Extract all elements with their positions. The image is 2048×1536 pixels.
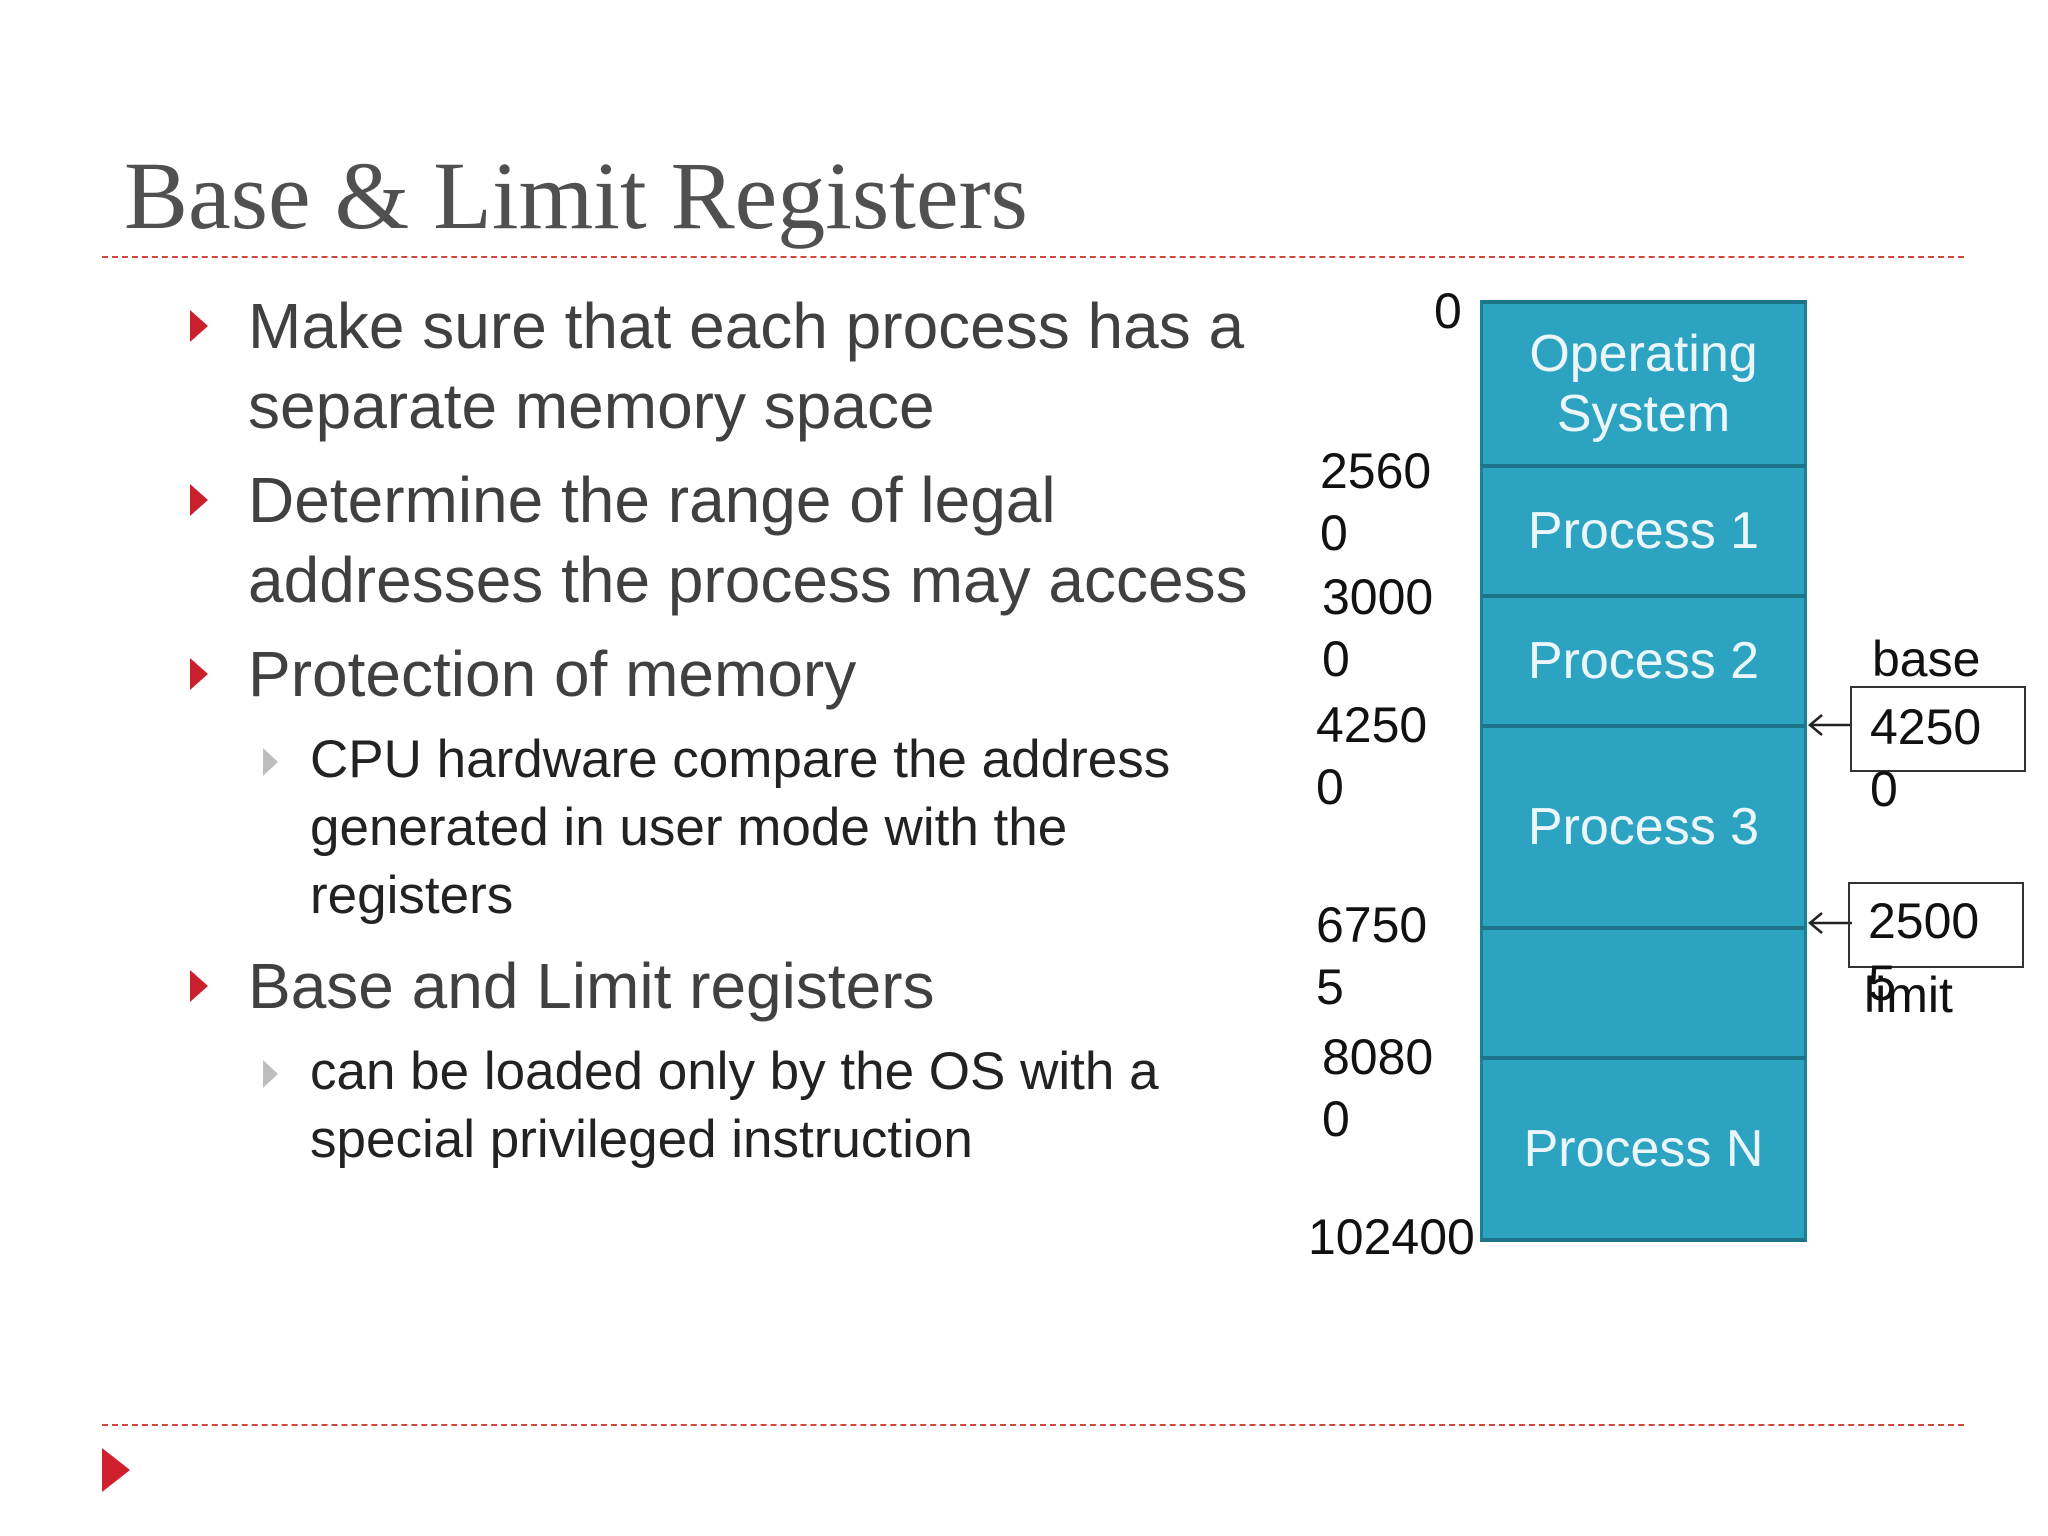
memory-block-process-1: Process 1 xyxy=(1480,464,1807,594)
address-102400: 102400 xyxy=(1308,1206,1475,1268)
limit-register-label: limit xyxy=(1864,967,1953,1023)
sub-bullet-3-1-text: CPU hardware compare the address generat… xyxy=(310,730,1171,925)
address-42500-line2: 0 xyxy=(1316,759,1344,815)
address-0: 0 xyxy=(1434,280,1462,342)
address-80800-line2: 0 xyxy=(1322,1091,1350,1147)
top-divider xyxy=(102,256,1964,258)
memory-block-os: Operating System xyxy=(1480,300,1807,464)
address-25600-line2: 0 xyxy=(1320,505,1348,561)
memory-block-free xyxy=(1480,926,1807,1056)
address-102400-line1: 102400 xyxy=(1308,1209,1475,1265)
memory-block-process-2: Process 2 xyxy=(1480,594,1807,724)
bullet-arrow-icon xyxy=(190,970,208,1002)
bullet-2-text: Determine the range of legal addresses t… xyxy=(248,464,1248,616)
limit-arrow-icon xyxy=(1808,912,1852,934)
base-register-value: 4250 0 xyxy=(1870,696,1981,820)
address-42500: 4250 0 xyxy=(1316,694,1427,818)
address-30000: 3000 0 xyxy=(1322,566,1433,690)
base-register-value-line1: 4250 xyxy=(1870,699,1982,755)
bullet-list: Make sure that each process has a separa… xyxy=(190,286,1270,1190)
address-0-line1: 0 xyxy=(1434,283,1462,339)
base-register-label: base xyxy=(1872,631,1981,687)
limit-register-box xyxy=(1848,882,2024,968)
bullet-3-text: Protection of memory xyxy=(248,638,857,710)
memory-block-process-n-label: Process N xyxy=(1523,1120,1764,1178)
base-register-value-line2: 0 xyxy=(1870,761,1898,817)
limit-register-value: 2500 5 xyxy=(1868,890,1979,1014)
memory-block-os-label: Operating System xyxy=(1529,325,1758,443)
address-67505-line2: 5 xyxy=(1316,959,1344,1015)
address-25600-line1: 2560 xyxy=(1320,443,1432,499)
footer-arrow-icon xyxy=(102,1448,130,1492)
memory-block-process-1-label: Process 1 xyxy=(1527,502,1760,560)
address-80800-line1: 8080 xyxy=(1322,1029,1434,1085)
sub-bullet-4-1-text: can be loaded only by the OS with a spec… xyxy=(310,1042,1159,1169)
sub-bullet-3-1: CPU hardware compare the address generat… xyxy=(190,726,1270,930)
bullet-1-text: Make sure that each process has a separa… xyxy=(248,290,1245,442)
sub-bullet-4-1: can be loaded only by the OS with a spec… xyxy=(190,1038,1270,1174)
bullet-1: Make sure that each process has a separa… xyxy=(190,286,1270,446)
memory-block-process-3: Process 3 xyxy=(1480,724,1807,926)
base-register-box xyxy=(1850,686,2026,772)
base-arrow-icon xyxy=(1808,714,1852,736)
memory-block-process-n: Process N xyxy=(1480,1056,1807,1242)
bullet-arrow-icon xyxy=(190,658,208,690)
bullet-arrow-icon xyxy=(190,310,208,342)
limit-register-value-line2: 5 xyxy=(1868,955,1896,1011)
address-67505: 6750 5 xyxy=(1316,894,1427,1018)
bottom-divider xyxy=(102,1424,1964,1426)
address-67505-line1: 6750 xyxy=(1316,897,1428,953)
memory-block-process-2-label: Process 2 xyxy=(1527,632,1760,690)
memory-block-process-3-label: Process 3 xyxy=(1527,798,1760,856)
address-80800: 8080 0 xyxy=(1322,1026,1433,1150)
address-25600: 2560 0 xyxy=(1320,440,1431,564)
bullet-3: Protection of memory xyxy=(190,634,1270,714)
limit-register-value-line1: 2500 xyxy=(1868,893,1980,949)
slide-title: Base & Limit Registers xyxy=(124,142,1028,249)
bullet-4-text: Base and Limit registers xyxy=(248,950,935,1022)
sub-bullet-arrow-icon xyxy=(263,1060,278,1088)
bullet-2: Determine the range of legal addresses t… xyxy=(190,460,1270,620)
sub-bullet-arrow-icon xyxy=(263,748,278,776)
address-42500-line1: 4250 xyxy=(1316,697,1428,753)
bullet-arrow-icon xyxy=(190,484,208,516)
bullet-4: Base and Limit registers xyxy=(190,946,1270,1026)
address-30000-line1: 3000 xyxy=(1322,569,1434,625)
address-30000-line2: 0 xyxy=(1322,631,1350,687)
